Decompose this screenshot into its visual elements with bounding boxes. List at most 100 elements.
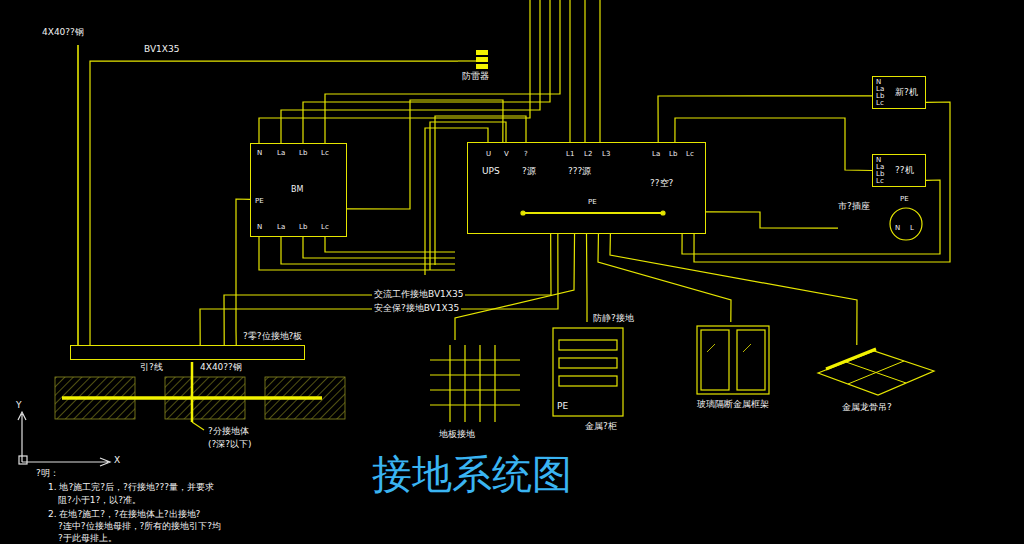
pin-label: Lc <box>876 178 884 185</box>
cabinet-outline <box>553 328 623 416</box>
ground-wire <box>598 234 731 322</box>
metal-cabinet-outline <box>545 322 629 438</box>
frame-outline <box>697 326 769 394</box>
socket-symbol: 市?插座PENL <box>838 196 926 242</box>
pin-label: La <box>652 151 660 158</box>
main-keel <box>826 349 876 369</box>
ups-wire <box>430 122 506 270</box>
grid-line <box>430 404 520 405</box>
ground-wire <box>706 212 838 228</box>
out-wire <box>303 237 455 258</box>
equipment-box: NLaLbLc 新?机 <box>872 76 926 109</box>
pin-label: N <box>257 224 262 231</box>
device-label: 防雷器 <box>462 72 489 81</box>
pin-label: N <box>257 150 262 157</box>
cable-spec: 4X40??钢 <box>42 27 84 37</box>
feed-wire <box>599 0 600 142</box>
ground-wire <box>236 199 250 345</box>
bus-terminal <box>521 211 525 215</box>
surge-element <box>476 50 488 55</box>
bus-terminal <box>661 211 665 215</box>
cabinet-slat <box>559 358 617 368</box>
power-cabinet: UV?UPS?源L1L2L3???源LaLbLc??空?PE <box>467 142 706 234</box>
circuit-label: ???源 <box>568 167 591 176</box>
wire-label: 安全保?接地BV1X35 <box>372 303 461 313</box>
pin-label: L2 <box>584 151 592 158</box>
item-label: 金属龙骨吊? <box>842 403 892 412</box>
pin-label: Lc <box>686 151 694 158</box>
metal-cabinet: PE 金属?柜 <box>545 322 629 438</box>
item-label: 金属?柜 <box>585 422 617 431</box>
pin-label: Lc <box>321 224 329 231</box>
cabinet-slat <box>559 340 617 350</box>
pin-label: Lb <box>876 93 884 100</box>
ceiling-keel <box>846 361 906 384</box>
pin-label: PE <box>557 402 568 411</box>
ground-wire <box>658 96 872 142</box>
pin-label: Lc <box>876 100 884 107</box>
callout-label: 引?线 <box>140 362 163 372</box>
distribution-box: NLaLbLcBMPENLaLbLc <box>250 143 347 237</box>
pin-label: La <box>876 86 884 93</box>
floor-grid: 地板接地 <box>425 340 525 445</box>
surge-lead <box>458 60 476 61</box>
feed-wire <box>303 0 550 143</box>
pin-label: La <box>277 150 285 157</box>
glass-reflection <box>707 344 751 352</box>
surge-protector: 防雷器 <box>458 46 502 84</box>
ucs-axis <box>18 412 26 462</box>
ceiling-frame: 金属龙骨吊? <box>812 345 940 420</box>
pe-busbar <box>523 212 663 214</box>
pin-label: Lb <box>876 171 884 178</box>
pin-label: L <box>910 225 914 232</box>
pin-label: Lb <box>299 224 307 231</box>
feed-wire <box>569 0 570 142</box>
ground-wire <box>694 102 950 262</box>
surge-element <box>476 57 488 62</box>
pin-label: PE <box>900 196 909 203</box>
glass-pane <box>737 330 765 390</box>
pin-label: Lb <box>299 150 307 157</box>
callout-label: 防静?接地 <box>593 313 634 323</box>
grid-line <box>479 345 480 422</box>
pin-label: La <box>277 224 285 231</box>
grid-line <box>430 359 520 360</box>
ground-wire <box>347 100 503 209</box>
socket-circle <box>890 208 922 240</box>
axis-label: X <box>114 455 120 465</box>
pin-label: ? <box>524 151 528 158</box>
axis-label: Y <box>16 400 22 410</box>
item-label: 玻璃隔断金属框架 <box>697 400 769 409</box>
pin-label: N <box>876 79 881 86</box>
pin-label: PE <box>255 198 264 205</box>
device-label: ??机 <box>895 166 914 175</box>
note-line: ?于此母排上。 <box>58 533 117 543</box>
equipment-box: NLaLbLc??机 <box>872 154 926 187</box>
busbar-heading: ?零?位接地?板 <box>243 332 302 341</box>
circuit-label: UPS <box>482 167 500 176</box>
diagram-title: 接地系统图 <box>372 452 572 496</box>
grid-line <box>464 345 465 422</box>
grid-line <box>449 345 450 422</box>
circuit-label: ??空? <box>650 179 673 188</box>
ground-wire <box>455 234 575 340</box>
pin-label: N <box>876 157 881 164</box>
ground-wire <box>224 234 551 345</box>
out-wire <box>281 237 455 264</box>
ground-wire <box>200 234 558 345</box>
glass-partition: 玻璃隔断金属框架 <box>693 322 801 414</box>
circuit-label: ?源 <box>522 167 536 176</box>
ground-wire <box>586 234 588 322</box>
device-label: 新?机 <box>895 88 918 97</box>
pin-label: V <box>504 151 509 158</box>
glass-pane <box>701 330 729 390</box>
note-line: ?连中?位接地母排，?所有的接地引下?均 <box>58 521 221 531</box>
grid-line <box>494 345 495 422</box>
feed-wire <box>584 0 585 142</box>
pin-label: U <box>486 151 491 158</box>
grid-line <box>430 374 520 375</box>
ground-wire <box>675 118 872 171</box>
note-line: 1. 地?施工完?后，?行接地???量，并要求 <box>48 482 214 492</box>
ups-wire <box>435 116 526 265</box>
pin-label: L3 <box>602 151 610 158</box>
